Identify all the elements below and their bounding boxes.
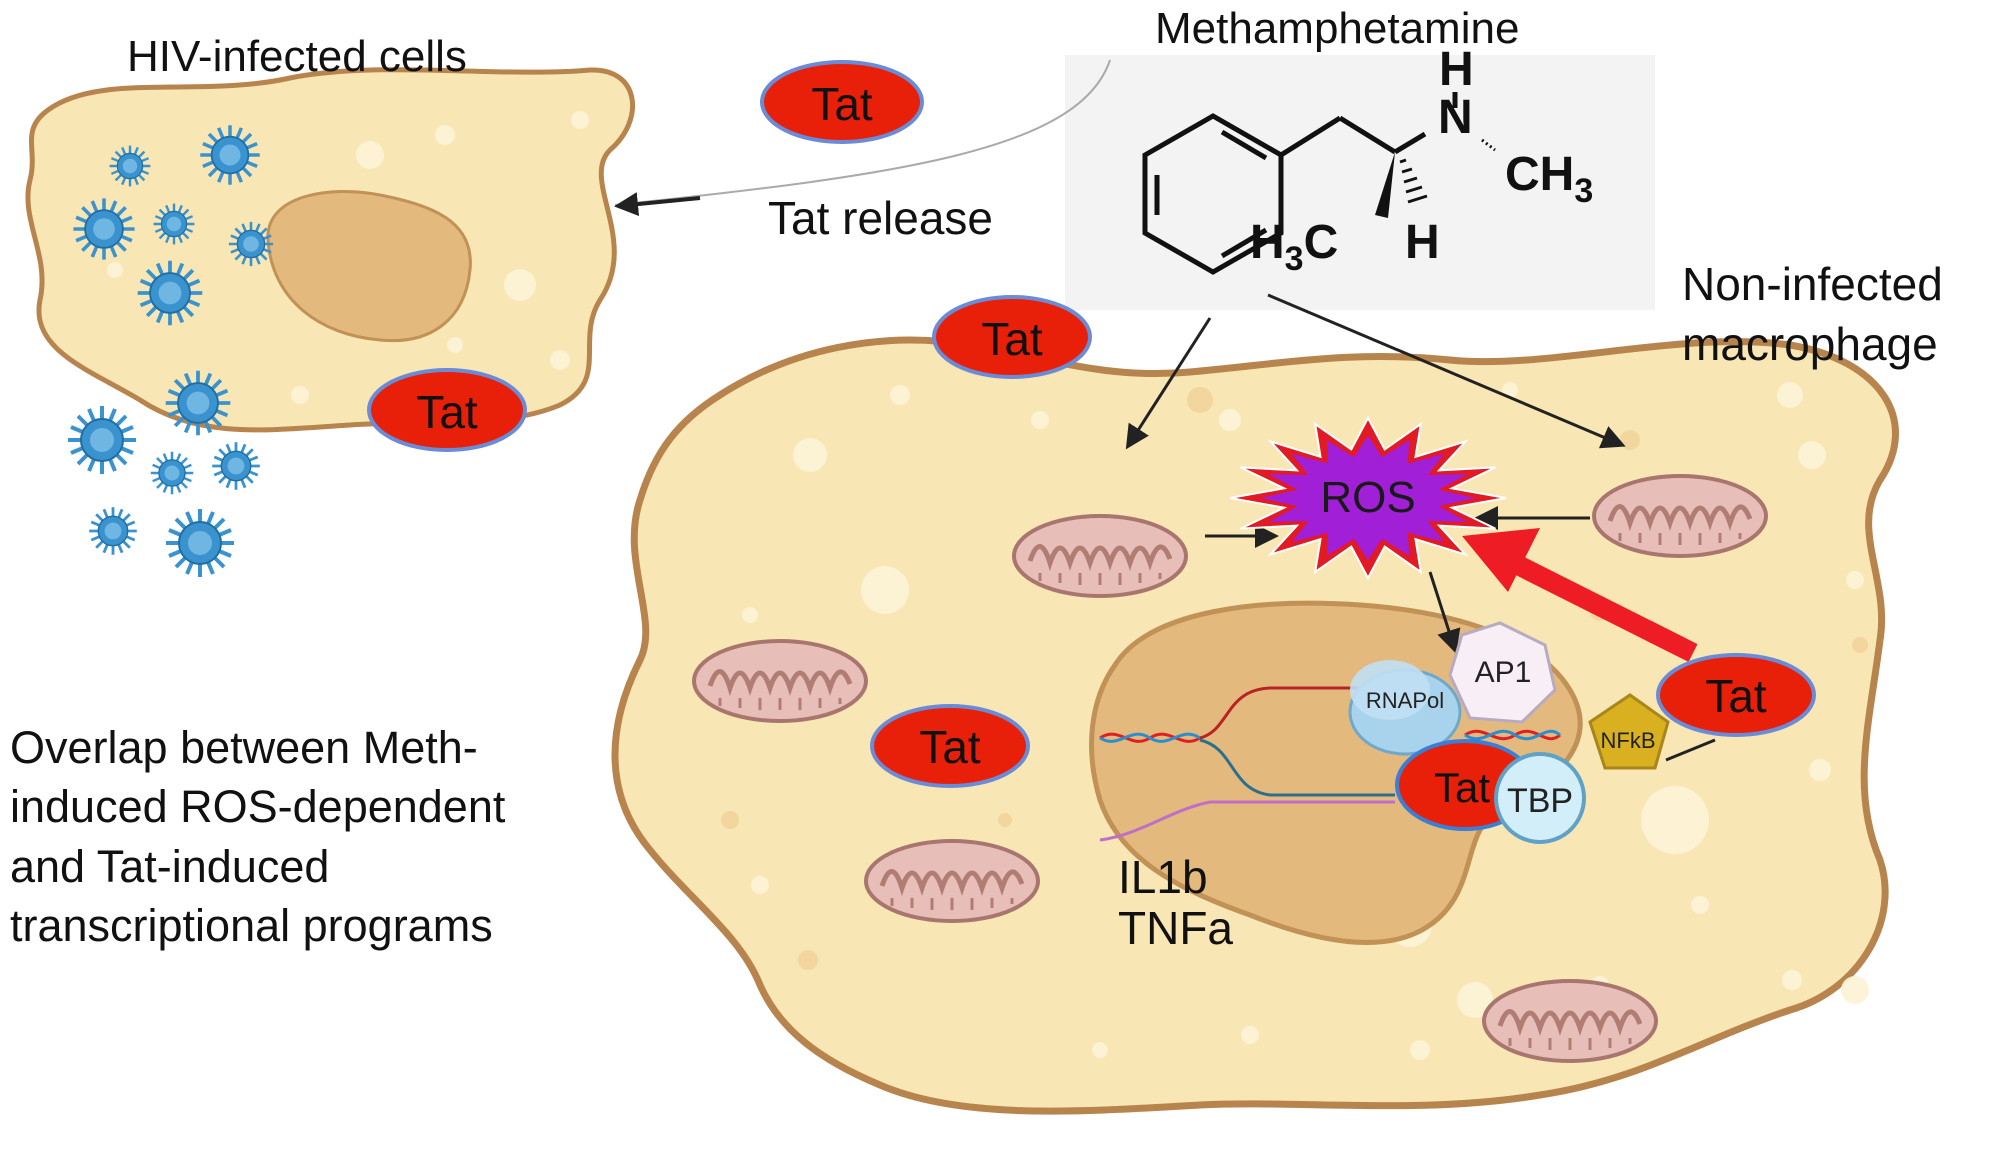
svg-text:Tat: Tat xyxy=(919,721,981,773)
tat-molecule-2: Tat xyxy=(932,295,1092,379)
non-infected-label-line1: Non-infected xyxy=(1682,258,1943,310)
non-infected-label-line2: macrophage xyxy=(1682,318,1938,370)
mitochondrion-icon xyxy=(1594,476,1766,556)
svg-text:Tat: Tat xyxy=(1705,670,1767,722)
gene-tnfa: TNFa xyxy=(1118,901,1233,954)
summary-text: Overlap between Meth- induced ROS-depend… xyxy=(10,718,505,956)
hiv-infected-cell xyxy=(25,67,635,433)
virus-icon xyxy=(108,144,152,188)
infected-cell-nucleus xyxy=(266,189,472,343)
virus-icon xyxy=(164,507,236,579)
mitochondrion-icon xyxy=(866,841,1038,921)
methyl-group-label: CH3 xyxy=(1505,148,1593,210)
summary-line-4: transcriptional programs xyxy=(10,900,493,952)
virus-icon xyxy=(198,123,262,187)
virus-icon xyxy=(152,202,196,246)
hydrogen-on-nitrogen: H xyxy=(1439,43,1474,96)
rnapol-label: RNAPol xyxy=(1366,688,1444,713)
meth-arrow-right xyxy=(1267,293,1626,449)
gene-il1b: IL1b xyxy=(1118,851,1208,903)
methamphetamine-structure: N H CH3 H3C H xyxy=(1065,43,1655,310)
virus-icon xyxy=(71,196,137,262)
tat-molecules: Tat Tat Tat Tat Tat xyxy=(367,60,1816,788)
hiv-infected-cells-label: HIV-infected cells xyxy=(127,32,467,81)
mitochondrion-icon xyxy=(694,641,866,721)
svg-text:Tat: Tat xyxy=(811,78,873,130)
meth-arrow-left xyxy=(1125,317,1212,450)
tat-molecule-4: Tat xyxy=(870,704,1030,788)
summary-line-2: induced ROS-dependent xyxy=(10,781,506,833)
gene-labels: IL1b TNFa xyxy=(1118,852,1233,953)
virus-icon xyxy=(163,368,233,438)
tat-release-label: Tat release xyxy=(768,192,994,244)
tbp-shape xyxy=(1494,752,1586,844)
virus-icon xyxy=(227,220,275,268)
tat-molecule-1: Tat xyxy=(760,60,924,144)
mitochondrion-icon xyxy=(1014,516,1186,596)
virus-icon xyxy=(66,404,138,476)
ap1-label: AP1 xyxy=(1475,656,1532,689)
ros-label: ROS xyxy=(1320,473,1415,522)
virus-icon xyxy=(210,440,262,492)
tat-to-ros-arrow-head xyxy=(1462,528,1540,592)
ros-to-ap1-arrow xyxy=(1428,571,1461,654)
tat-to-ros-arrow-shaft xyxy=(1515,557,1698,662)
ros-burst: ROS xyxy=(1229,415,1507,581)
tat-release-arrow xyxy=(614,192,701,217)
virus-icon xyxy=(135,258,205,328)
tbp-label: TBP xyxy=(1507,782,1573,820)
tat-molecule-3: Tat xyxy=(367,368,527,452)
nfkb-label: NFkB xyxy=(1601,728,1656,753)
methamphetamine-label: Methamphetamine xyxy=(1155,4,1520,53)
virus-icon xyxy=(87,505,139,557)
transcription-complex: RNAPol AP1 NFkB Tat TBP xyxy=(1348,621,1716,844)
tat-release-curve xyxy=(614,59,1111,206)
summary-line-1: Overlap between Meth- xyxy=(10,722,478,773)
tat-label-nucleus: Tat xyxy=(1434,764,1490,811)
summary-line-3: and Tat-induced xyxy=(10,840,330,892)
mitochondrion-icon xyxy=(1484,981,1656,1061)
ap1-shape xyxy=(1448,621,1557,724)
nfkb-shape xyxy=(1588,693,1670,770)
svg-text:Tat: Tat xyxy=(981,313,1043,365)
h3c-group-label: H3C xyxy=(1250,216,1338,278)
virus-icon xyxy=(149,450,195,496)
tat-molecule-5: Tat xyxy=(1656,653,1816,737)
nitrogen-atom: N xyxy=(1438,91,1473,144)
dna-helix xyxy=(1099,686,1561,842)
hydrogen-bottom: H xyxy=(1405,216,1440,269)
svg-text:Tat: Tat xyxy=(416,386,478,438)
